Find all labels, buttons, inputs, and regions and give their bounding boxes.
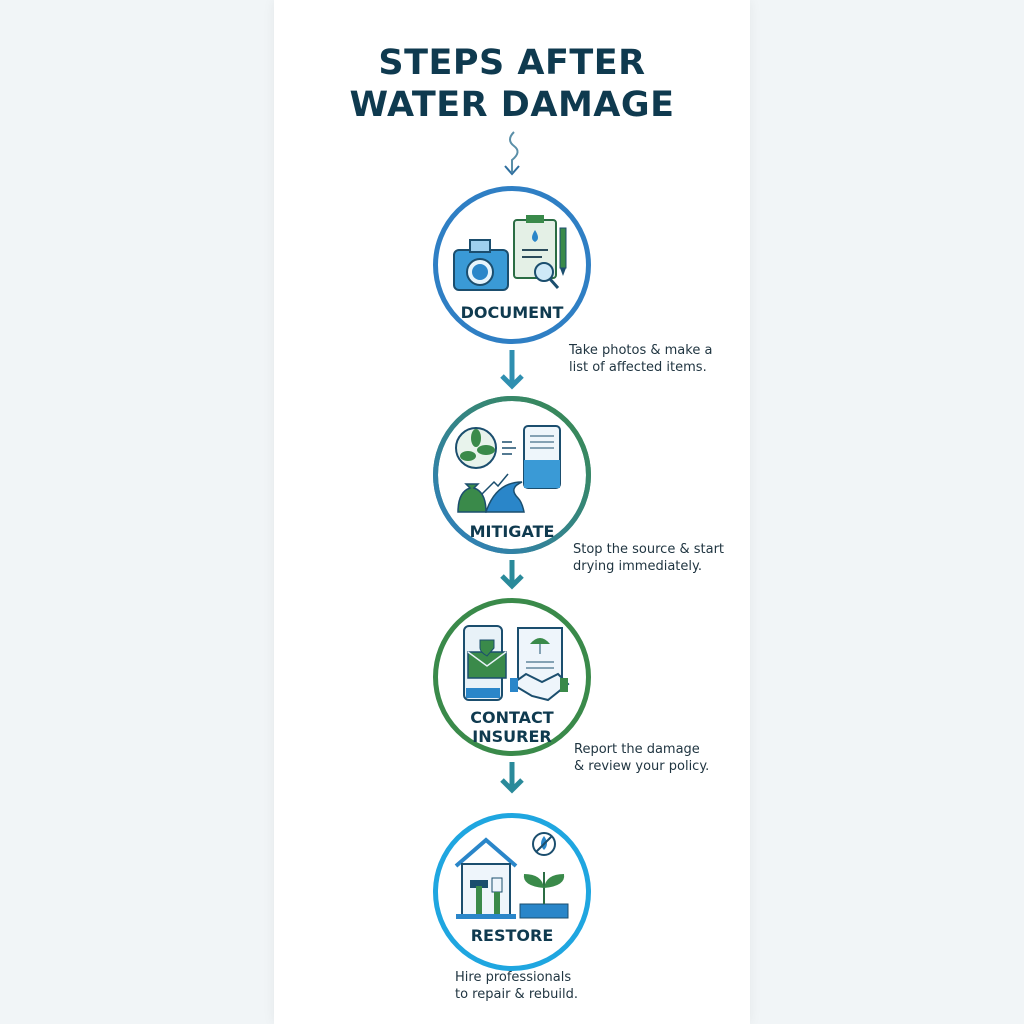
- step-mitigate-label: MITIGATE: [469, 522, 555, 541]
- contact-insurer-icons: [463, 625, 570, 702]
- arrow-2: [500, 560, 524, 590]
- document-icons: [453, 215, 567, 291]
- pen-icon: [559, 227, 567, 276]
- wave-icon: [481, 473, 525, 513]
- step-contact-insurer-circle: [433, 598, 591, 756]
- mitigate-icons: [455, 425, 561, 513]
- sun-no-water-icon: [532, 832, 556, 856]
- sprout-icon: [519, 872, 569, 919]
- title-line-2: WATER DAMAGE: [349, 85, 675, 125]
- squiggle-arrow-icon: [509, 131, 519, 172]
- dehumidifier-icon: [523, 425, 561, 489]
- step-contact-insurer-desc: Report the damage& review your policy.: [574, 742, 710, 774]
- handshake-icon: [510, 672, 570, 702]
- step-restore-circle: [433, 813, 591, 971]
- magnifier-icon: [534, 262, 560, 289]
- phone-mail-icon: [463, 625, 507, 701]
- air-flow-icon: [502, 441, 516, 455]
- sandbag-icon: [457, 483, 487, 513]
- arrow-3: [500, 762, 524, 794]
- step-restore-label: RESTORE: [470, 926, 554, 945]
- house-tools-icon: [454, 837, 518, 919]
- camera-icon: [453, 239, 509, 291]
- step-document-label: DOCUMENT: [460, 303, 564, 322]
- fan-icon: [455, 427, 497, 469]
- arrow-1: [500, 350, 524, 390]
- title-line-1: STEPS AFTER: [378, 43, 646, 83]
- restore-icons: [454, 832, 569, 919]
